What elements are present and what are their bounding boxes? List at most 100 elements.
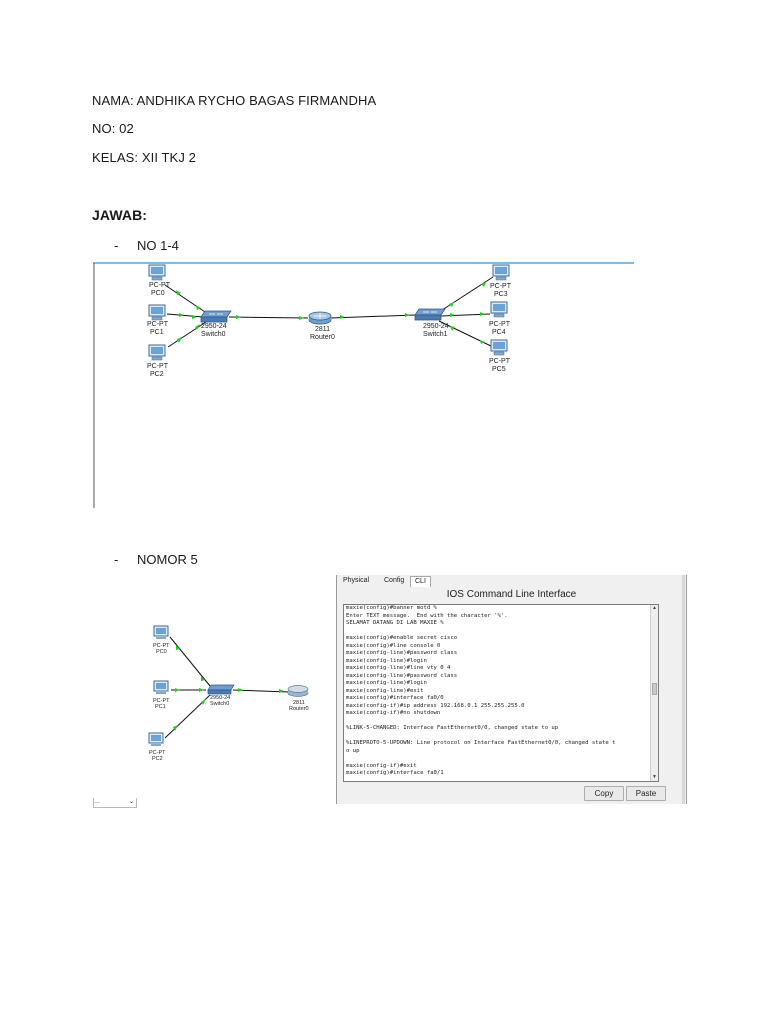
link-light bbox=[405, 313, 410, 317]
switch0-name-label: Switch0 bbox=[201, 331, 226, 338]
link-light bbox=[449, 302, 454, 307]
router0-model-label: 2811 bbox=[315, 326, 330, 333]
pc0-model-label: PC-PT bbox=[153, 643, 170, 649]
terminal-line bbox=[344, 718, 658, 726]
link-switch1-pc3 bbox=[438, 276, 494, 313]
scroll-thumb[interactable] bbox=[652, 683, 657, 695]
scroll-down-icon[interactable]: ▼ bbox=[652, 774, 657, 780]
switch0-model-label: 2950-24 bbox=[201, 323, 227, 330]
copy-button[interactable]: Copy bbox=[584, 786, 624, 801]
pc4-model-label: PC-PT bbox=[489, 321, 511, 328]
bullet-dash: - bbox=[114, 238, 119, 253]
terminal-line: o up bbox=[346, 747, 360, 754]
terminal-line: maxie(config)#banner motd % bbox=[346, 605, 437, 611]
terminal-line: maxie(config)#enable secret cisco bbox=[346, 635, 458, 641]
topology-2-canvas: PC-PT PC0 PC-PT PC1 PC-PT PC2 2950-24 Sw… bbox=[148, 625, 309, 762]
switch0-icon bbox=[207, 684, 235, 695]
terminal-line bbox=[344, 733, 658, 741]
terminal-line bbox=[344, 628, 658, 636]
pc0-icon bbox=[148, 264, 166, 281]
canvas-dropdown[interactable]: … ⌄ bbox=[93, 798, 137, 808]
terminal-line: maxie(config)#interface fa0/0 bbox=[346, 695, 444, 701]
pc2-icon bbox=[148, 344, 166, 361]
link-light bbox=[450, 313, 455, 317]
terminal-line: maxie(config)#interface fa0/1 bbox=[346, 770, 444, 776]
student-class: KELAS: XII TKJ 2 bbox=[92, 150, 196, 165]
device-tabs: Physical Config CLI bbox=[337, 575, 686, 587]
bullet-label: NOMOR 5 bbox=[137, 552, 198, 567]
link-light bbox=[481, 282, 486, 287]
pc2-model-label: PC-PT bbox=[147, 363, 169, 370]
terminal-line: maxie(config-line)#line vty 0 4 bbox=[346, 665, 451, 671]
terminal-line: %LINK-5-CHANGED: Interface FastEthernet0… bbox=[346, 725, 559, 731]
topology-figure-1: PC-PT PC0 PC-PT PC1 PC-PT PC2 2950-24 Sw… bbox=[93, 262, 635, 508]
link-pc0-switch0 bbox=[169, 636, 211, 687]
pc0-name-label: PC0 bbox=[156, 649, 167, 655]
pc4-name-label: PC4 bbox=[492, 329, 506, 336]
link-light bbox=[173, 725, 178, 731]
student-number: NO: 02 bbox=[92, 121, 134, 136]
pc5-model-label: PC-PT bbox=[489, 358, 511, 365]
pc3-name-label: PC3 bbox=[494, 291, 508, 298]
pc2-icon bbox=[148, 732, 164, 746]
pc0-model-label: PC-PT bbox=[149, 282, 171, 289]
window-scrollbar[interactable] bbox=[682, 575, 685, 804]
link-light bbox=[179, 313, 184, 317]
bullet-label: NO 1-4 bbox=[137, 238, 179, 253]
pc2-name-label: PC2 bbox=[152, 756, 163, 762]
pc1-model-label: PC-PT bbox=[147, 321, 169, 328]
link-light bbox=[299, 316, 304, 320]
scroll-up-icon[interactable]: ▲ bbox=[652, 605, 657, 611]
tab-physical[interactable]: Physical bbox=[343, 577, 370, 584]
terminal-line: maxie(config-line)#login bbox=[346, 680, 427, 686]
switch1-model-label: 2950-24 bbox=[423, 323, 449, 330]
pc1-name-label: PC1 bbox=[155, 704, 166, 710]
router0-name-label: Router0 bbox=[289, 706, 309, 712]
terminal-line: maxie(config-line)#login bbox=[346, 657, 427, 664]
router0-model-label: 2811 bbox=[293, 700, 305, 706]
terminal-line: maxie(config-line)#password class bbox=[346, 650, 458, 656]
link-light bbox=[195, 324, 200, 330]
terminal-line: Enter TEXT message. End with the charact… bbox=[346, 612, 508, 619]
terminal-line: maxie(config)#line console 0 bbox=[346, 642, 441, 649]
pc1-name-label: PC1 bbox=[150, 329, 164, 336]
bullet-dash: - bbox=[114, 552, 119, 567]
switch1-name-label: Switch1 bbox=[423, 331, 448, 338]
terminal-line: maxie(config-line)#password class bbox=[346, 672, 458, 679]
paste-button[interactable]: Paste bbox=[626, 786, 666, 801]
cli-terminal[interactable]: maxie(config)#banner motd %Enter TEXT me… bbox=[343, 604, 659, 782]
link-light bbox=[175, 688, 180, 692]
terminal-scrollbar[interactable]: ▲ ▼ bbox=[650, 605, 658, 781]
cli-title: IOS Command Line Interface bbox=[446, 589, 577, 600]
router0-icon bbox=[308, 311, 332, 325]
pc0-name-label: PC0 bbox=[151, 290, 165, 297]
terminal-line: SELAMAT DATANG DI LAB MAXIE % bbox=[346, 620, 444, 626]
pc2-name-label: PC2 bbox=[150, 371, 164, 378]
pc1-icon bbox=[153, 680, 169, 694]
pc4-icon bbox=[490, 301, 508, 318]
terminal-line: maxie(config-if)#no shutdown bbox=[346, 710, 441, 716]
link-light bbox=[199, 688, 204, 692]
terminal-line: maxie(config-if)#exit bbox=[346, 762, 417, 769]
router0-name-label: Router0 bbox=[310, 334, 335, 341]
pc3-model-label: PC-PT bbox=[490, 283, 512, 290]
dropdown-value: … bbox=[94, 799, 100, 805]
link-switch0-router0 bbox=[228, 316, 309, 319]
link-light bbox=[340, 315, 345, 319]
link-light bbox=[177, 337, 182, 343]
tab-cli[interactable]: CLI bbox=[410, 576, 431, 587]
link-light bbox=[201, 699, 206, 705]
link-light bbox=[238, 688, 243, 692]
terminal-output: maxie(config)#banner motd %Enter TEXT me… bbox=[344, 605, 658, 778]
link-lights bbox=[176, 282, 486, 344]
switch0-model-label: 2950-24 bbox=[210, 695, 230, 701]
pc2-model-label: PC-PT bbox=[149, 750, 166, 756]
link-light bbox=[450, 326, 455, 331]
terminal-line: maxie(config-if)#ip address 192.168.0.1 … bbox=[346, 702, 525, 709]
switch0-icon bbox=[200, 310, 232, 323]
pc5-name-label: PC5 bbox=[492, 366, 506, 373]
terminal-line bbox=[344, 755, 658, 763]
router-config-window: Physical Config CLI IOS Command Line Int… bbox=[336, 575, 687, 804]
terminal-line: maxie(config-line)#exit bbox=[346, 687, 424, 694]
tab-config[interactable]: Config bbox=[384, 577, 405, 584]
